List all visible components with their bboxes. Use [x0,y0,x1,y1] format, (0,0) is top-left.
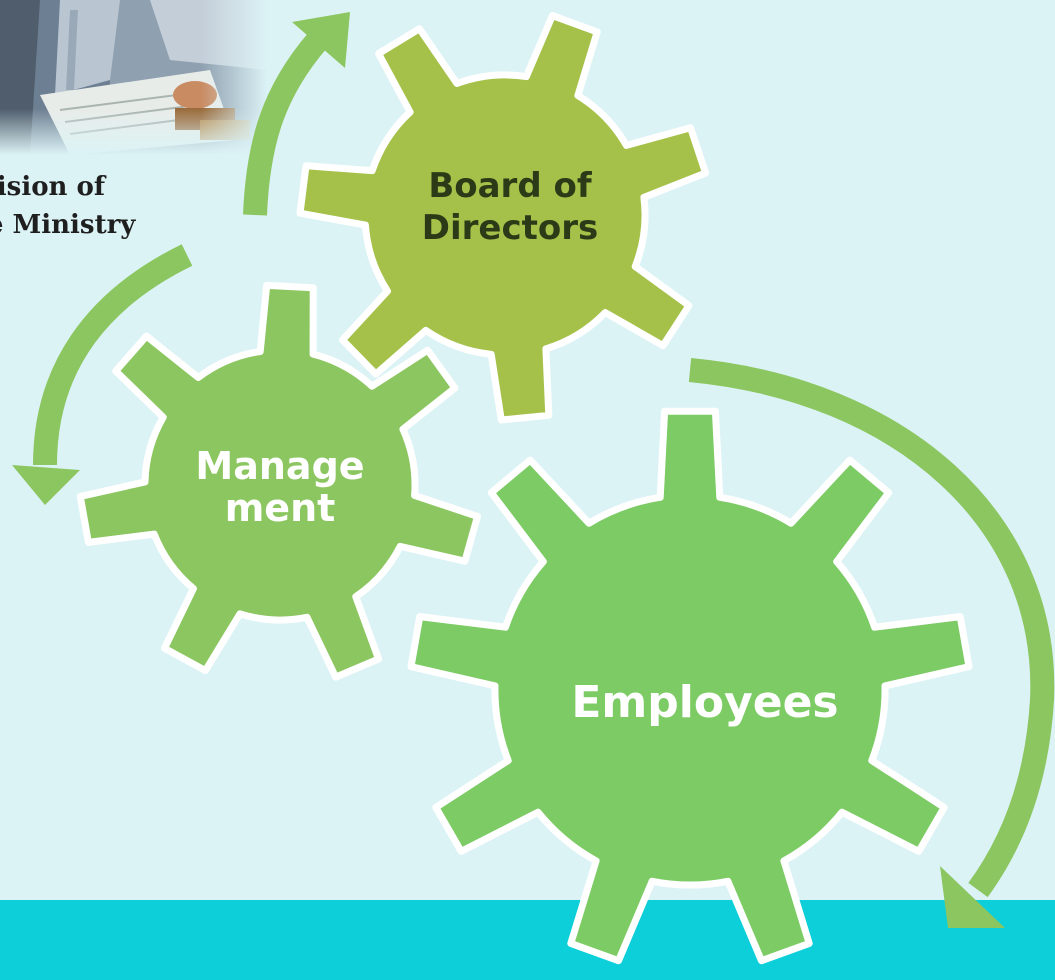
ministry-to-management-arrow [12,244,193,505]
management-label-line2: ment [224,486,336,530]
documents-photo-image [0,0,268,155]
employees-cycle-arrow-shaft [688,358,1055,898]
employees-label: Employees [545,677,865,729]
management-label: Manage ment [150,445,410,529]
employees-cycle-arrow-head [940,866,1005,928]
documents-photo [0,0,268,155]
ministry-label-line1: rvision of [0,172,106,202]
employees-gear [407,407,973,965]
ministry-to-board-arrow [243,12,350,216]
board-label-line1: Board of [428,166,592,206]
ministry-to-management-arrow-head [12,465,80,505]
board-label-line2: Directors [421,208,599,248]
bottom-band [0,900,1055,980]
ministry-to-board-arrow-head [292,12,350,68]
ministry-to-board-arrow-shaft [243,32,328,216]
board-of-directors-gear [296,12,710,424]
cycle-arrows [12,12,1055,928]
ministry-to-management-arrow-shaft [33,244,193,466]
board-of-directors-label: Board of Directors [380,165,640,249]
management-gear [76,281,481,681]
gear-layer [76,12,973,965]
management-label-line1: Manage [195,444,365,488]
employees-cycle-arrow [688,358,1055,928]
ministry-supervision-label: rvision of he Ministry [0,168,248,244]
ministry-label-line2: he Ministry [0,210,136,240]
employees-label-line1: Employees [571,677,839,728]
